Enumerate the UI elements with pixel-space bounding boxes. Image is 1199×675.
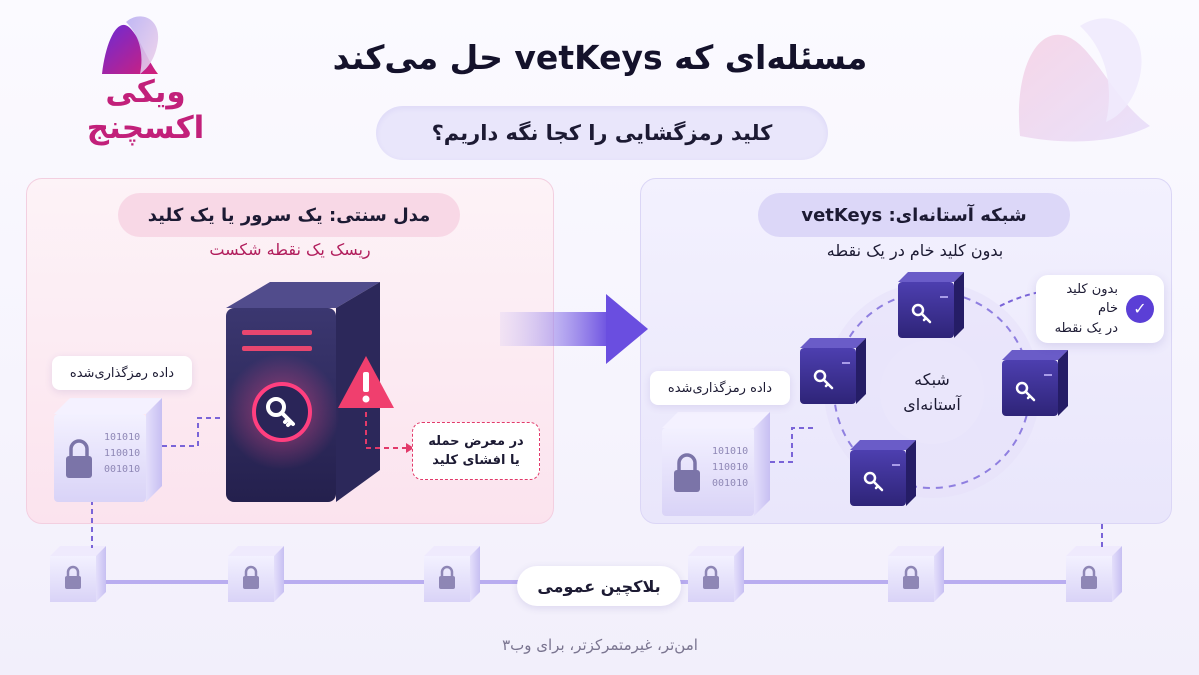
server: [224, 282, 380, 502]
network-node: [898, 272, 964, 338]
connector-line: [162, 417, 224, 447]
lock-icon: [903, 565, 919, 589]
traditional-model-title: مدل سنتی: یک سرور یا یک کلید: [118, 193, 460, 237]
bubble-line-1: بدون کلید خام: [1066, 281, 1118, 317]
key-icon: [911, 303, 932, 324]
bits-row: 101010: [104, 432, 140, 443]
decorative-shape: [1018, 18, 1150, 142]
key-icon: [813, 369, 834, 390]
lock-icon: [65, 565, 81, 589]
encrypted-data-label-left: داده رمزگذاری‌شده: [52, 356, 192, 390]
network-line-1: شبکه: [914, 370, 950, 389]
blockchain-block: [424, 546, 480, 602]
blockchain-block: [1066, 546, 1122, 602]
page-subtitle: کلید رمزگشایی را کجا نگه داریم؟: [376, 106, 828, 160]
bits-row: 110010: [712, 462, 748, 473]
encrypted-data-cube-left: 101010 110010 001010: [54, 398, 162, 502]
network-line-2: آستانه‌ای: [903, 394, 961, 414]
single-point-failure-text: ریسک یک نقطه شکست: [209, 240, 371, 259]
footer-text: امن‌تر، غیرمتمرکزتر، برای وب۳: [502, 636, 698, 654]
network-node: [800, 338, 866, 404]
logo-text: ویکی اکسچنج: [86, 74, 205, 146]
threshold-network-title: شبکه آستانه‌ای: vetKeys: [758, 193, 1070, 237]
threshold-network-label: شبکه آستانه‌ای: [876, 368, 988, 418]
logo-mark: [102, 16, 159, 74]
attack-risk-box: در معرض حمله یا افشای کلید: [412, 422, 540, 480]
connector-line: [770, 427, 814, 463]
network-node: [850, 440, 916, 506]
connector-line: [999, 291, 1041, 307]
attack-connector: [365, 412, 406, 449]
lock-icon: [1081, 565, 1097, 589]
bits-row: 001010: [104, 464, 140, 475]
page-title: مسئله‌ای که vetKeys حل می‌کند: [332, 38, 868, 77]
no-raw-key-bubble: ✓ بدون کلید خام در یک نقطه: [1036, 275, 1164, 343]
blockchain-block: [228, 546, 284, 602]
encrypted-data-cube-right: 101010 110010 001010: [662, 412, 770, 516]
encrypted-data-label-right: داده رمزگذاری‌شده: [650, 371, 790, 405]
bits-row: 001010: [712, 478, 748, 489]
lock-icon: [243, 565, 259, 589]
attack-line-1: در معرض حمله: [428, 433, 524, 449]
check-icon: ✓: [1126, 295, 1154, 323]
lock-icon: [66, 439, 92, 478]
key-icon: [863, 471, 884, 492]
blockchain-block: [888, 546, 944, 602]
no-raw-key-text: بدون کلید خام در یک نقطه: [826, 241, 1004, 260]
key-icon: [1015, 381, 1036, 402]
lock-icon: [674, 453, 700, 492]
blockchain-block: [688, 546, 744, 602]
key-icon: [266, 397, 295, 427]
lock-icon: [703, 565, 719, 589]
lock-icon: [439, 565, 455, 589]
attack-line-2: یا افشای کلید: [432, 453, 520, 468]
warning-icon: [338, 356, 394, 408]
bits-row: 101010: [712, 446, 748, 457]
public-blockchain-label: بلاکچین عمومی: [517, 566, 681, 606]
blockchain-block: [50, 546, 106, 602]
network-node: [1002, 350, 1068, 416]
arrow-right-icon: [500, 294, 648, 364]
bubble-line-2: در یک نقطه: [1054, 320, 1118, 336]
bits-row: 110010: [104, 448, 140, 459]
network-center: [880, 340, 984, 444]
